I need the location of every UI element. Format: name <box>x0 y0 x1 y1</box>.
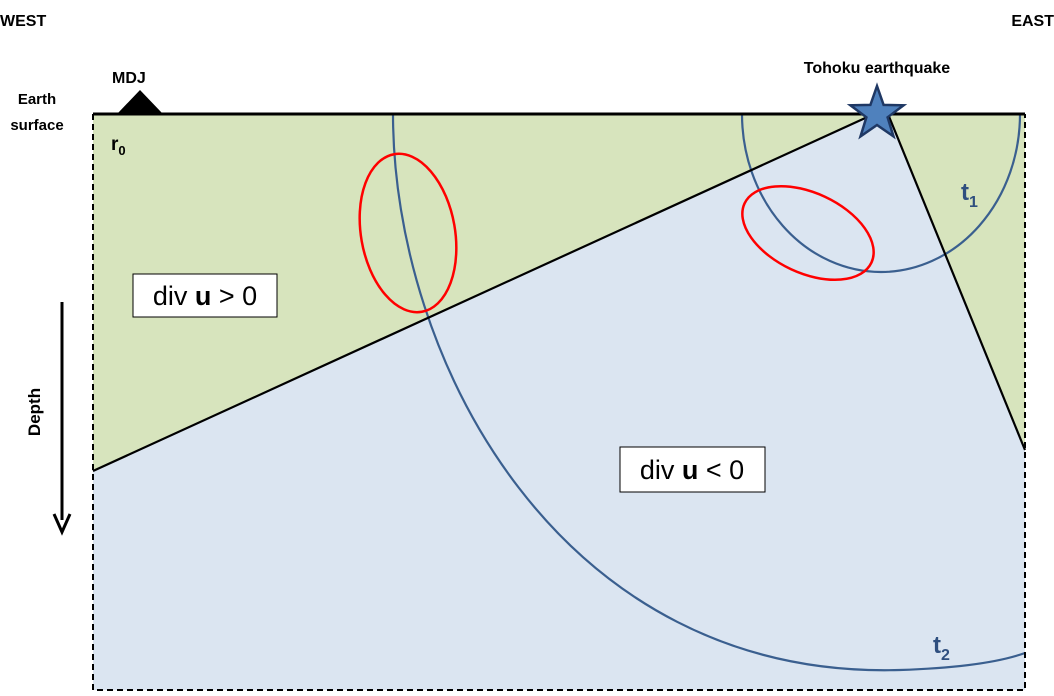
region-upper-text: div u > 0 <box>153 281 257 311</box>
r0-label: r0 <box>111 134 126 158</box>
depth-arrow-head-icon <box>52 513 72 536</box>
depth-label: Depth <box>25 388 44 436</box>
section-border <box>92 114 1026 691</box>
t1-label: t1 <box>961 179 978 211</box>
ellipse-left <box>358 152 458 314</box>
west-label: WEST <box>0 13 46 30</box>
earthquake-label: Tohoku earthquake <box>804 60 950 77</box>
upper-region <box>93 114 1025 471</box>
wavefront-t1 <box>740 114 1022 274</box>
earthquake-star-icon <box>846 82 908 140</box>
station-triangle-icon <box>118 90 162 113</box>
region-label-upper: div u > 0 <box>132 273 278 318</box>
boundary-line <box>92 112 875 473</box>
region-lower-text: div u < 0 <box>640 455 744 485</box>
steep-fault-line <box>886 113 1027 451</box>
lower-region <box>93 114 1025 690</box>
region-label-lower: div u < 0 <box>619 446 766 493</box>
wavefront-t2 <box>391 114 1025 672</box>
earth-surface-label-line2: surface <box>10 117 63 134</box>
station-label: MDJ <box>112 70 146 87</box>
t2-label: t2 <box>933 632 950 664</box>
ellipse-right <box>741 184 875 282</box>
east-label: EAST <box>1011 13 1054 30</box>
earth-surface-label-line1: Earth <box>18 91 56 108</box>
